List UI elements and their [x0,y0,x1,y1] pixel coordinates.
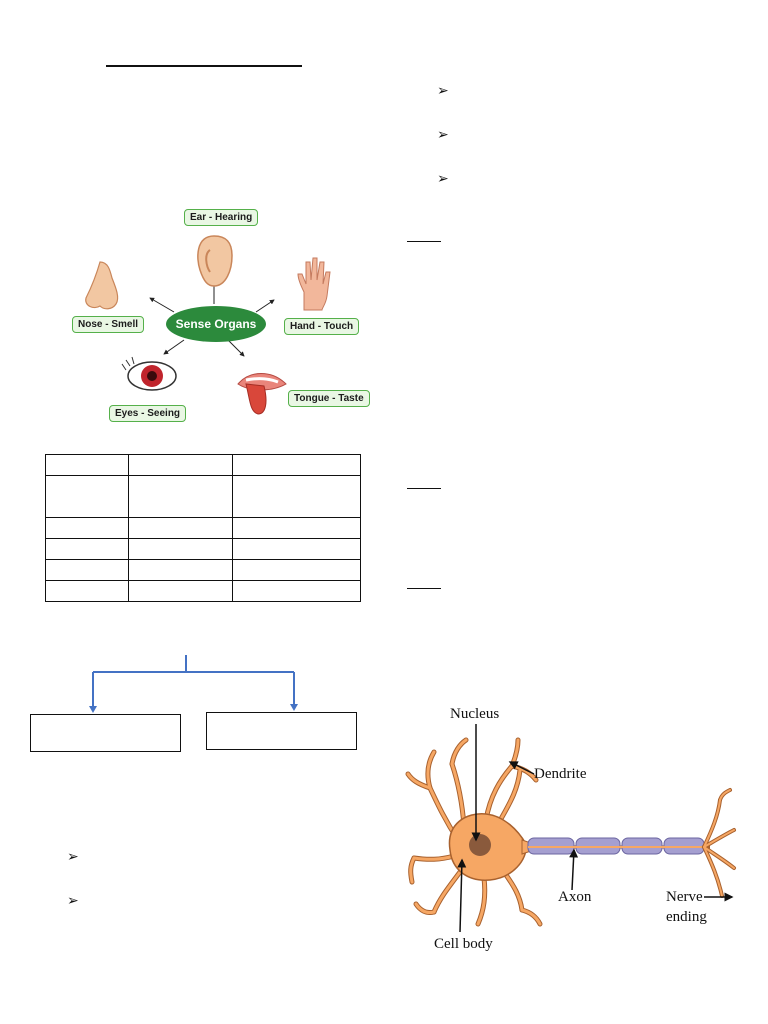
table-row [45,454,361,476]
arrow-to-tongue [227,339,245,357]
table-cell [128,559,233,581]
eye-icon [121,356,177,391]
nose-icon [85,261,119,310]
label-hand-touch: Hand - Touch [284,318,360,335]
nucleus-shape [469,834,491,856]
sense-organs-center: Sense Organs [166,306,266,342]
table-cell [45,475,129,518]
label-nerve-ending-line2: ending [666,909,707,925]
axon-pointer [569,848,579,891]
table-row [45,538,361,560]
table-cell [232,475,361,518]
dendrite-pointer [508,761,535,775]
label-ear-hearing: Ear - Hearing [184,209,259,226]
table-cell [128,538,233,560]
cell-body-pointer [457,858,467,933]
table-cell [128,580,233,602]
table-row [45,580,361,602]
table-cell [45,517,129,539]
table-cell [45,580,129,602]
label-axon: Axon [558,889,592,905]
title-underline [106,65,302,67]
table-cell [45,454,129,476]
table-row [45,475,361,518]
table-row [45,517,361,539]
bullet-arrow-icon: ➢ [437,127,449,143]
bullet-arrow-icon: ➢ [437,171,449,187]
label-dendrite: Dendrite [534,766,587,782]
table-cell [128,475,233,518]
label-eyes-seeing: Eyes - Seeing [109,405,187,422]
label-nucleus: Nucleus [450,706,500,722]
bullet-arrow-icon: ➢ [67,849,79,865]
heading-underline [407,488,441,489]
branch-box-left [30,714,181,752]
table-cell [45,559,129,581]
heading-underline [407,588,441,589]
table-row [45,559,361,581]
table-cell [45,538,129,560]
heading-underline [407,241,441,242]
arrow-to-hand [255,299,275,313]
table-cell [232,580,361,602]
arrow-to-nose [149,297,175,313]
table-cell [128,517,233,539]
neuron-diagram: Nucleus Dendrite Axon Nerve ending Cell … [400,700,745,960]
sense-organs-graphics [85,235,331,415]
table-cell [128,454,233,476]
empty-table [45,454,361,602]
table-cell [232,538,361,560]
branch-connector [89,655,298,713]
label-nerve-ending-line1: Nerve [666,889,703,905]
ear-icon [197,235,233,287]
arrow-to-eyes [163,339,185,355]
label-tongue-taste: Tongue - Taste [288,390,370,407]
bullet-arrow-icon: ➢ [437,83,449,99]
label-cell-body: Cell body [434,936,493,952]
tongue-icon [237,373,287,415]
table-cell [232,559,361,581]
sense-organs-diagram: Ear - Hearing Nose - Smell Sense Organs … [60,200,370,435]
label-nose-smell: Nose - Smell [72,316,145,333]
table-cell [232,517,361,539]
table-cell [232,454,361,476]
branch-box-right [206,712,357,750]
neuron-graphics [405,724,736,933]
bullet-arrow-icon: ➢ [67,893,79,909]
hand-icon [297,257,331,311]
